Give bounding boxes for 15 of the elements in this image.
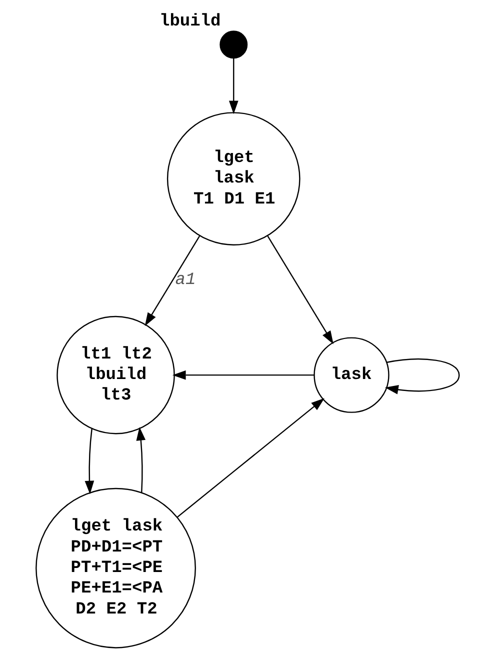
arrow bbox=[144, 236, 200, 326]
arrow bbox=[267, 236, 334, 344]
node-label: lbuild bbox=[160, 12, 221, 32]
node-circle: lget lask T1 D1 E1 bbox=[166, 112, 300, 246]
arrow bbox=[136, 427, 146, 492]
arrow bbox=[84, 428, 94, 494]
arrow bbox=[172, 370, 314, 380]
edge-label: a1 bbox=[175, 271, 196, 290]
arrow bbox=[177, 398, 324, 518]
arrow bbox=[384, 358, 460, 394]
arrow bbox=[228, 58, 238, 114]
node-circle bbox=[220, 30, 248, 59]
node-circle: lt1 lt2 lbuild lt3 bbox=[56, 316, 175, 434]
node-circle: lask bbox=[314, 337, 390, 413]
node-circle: lget lask PD+D1=<PT PT+T1=<PE PE+E1=<PA D2 E2 T2 bbox=[36, 488, 196, 648]
